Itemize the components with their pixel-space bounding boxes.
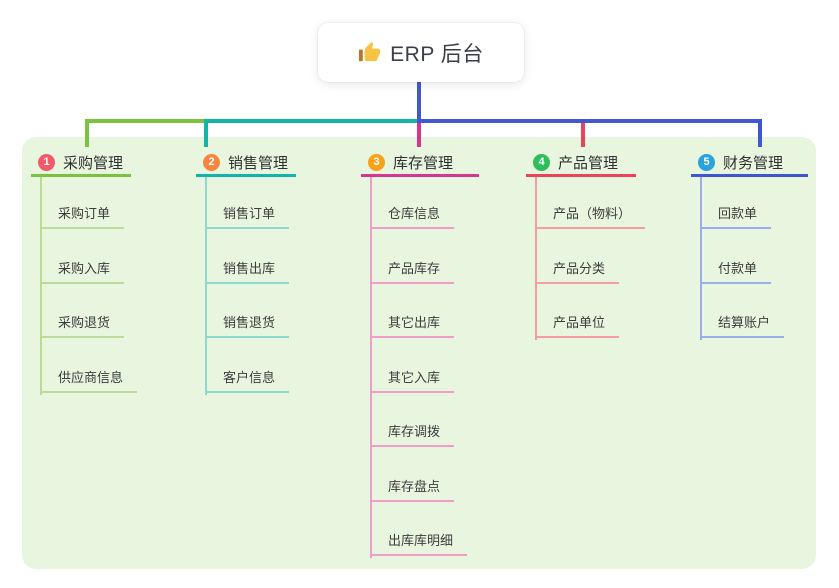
child-node[interactable]: 采购退货 [40, 310, 125, 338]
child-node[interactable]: 其它出库 [370, 310, 455, 338]
child-node[interactable]: 供应商信息 [40, 365, 138, 393]
connector-drop-branch-5 [758, 119, 762, 147]
branch-title: 财务管理 [723, 154, 784, 172]
child-node[interactable]: 客户信息 [205, 365, 290, 393]
child-node[interactable]: 仓库信息 [370, 201, 455, 229]
branch-children-connector [700, 177, 702, 340]
branch-node-4[interactable]: 4 产品管理 [526, 150, 636, 177]
branches-panel [22, 137, 816, 569]
thumbs-up-icon [358, 41, 381, 64]
branch-node-3[interactable]: 3 库存管理 [361, 150, 479, 177]
child-node[interactable]: 产品分类 [535, 256, 620, 284]
connector-horizontal-seg-2 [204, 119, 417, 123]
branch-node-2[interactable]: 2 销售管理 [196, 150, 296, 177]
child-node[interactable]: 销售订单 [205, 201, 290, 229]
branch-column-1: 1 采购管理采购订单采购入库采购退货供应商信息 [31, 150, 138, 395]
branch-title: 销售管理 [228, 154, 289, 172]
branch-column-3: 3 库存管理仓库信息产品库存其它出库其它入库库存调拨库存盘点出库库明细 [361, 150, 479, 558]
connector-drop-branch-2 [204, 119, 208, 147]
branch-children-connector [40, 177, 42, 395]
branch-index-badge: 1 [38, 153, 55, 171]
branch-index-badge: 5 [698, 153, 715, 171]
root-node-label: ERP 后台 [390, 42, 484, 66]
child-node[interactable]: 结算账户 [700, 310, 785, 338]
branch-node-1[interactable]: 1 采购管理 [31, 150, 131, 177]
branch-children-connector [535, 177, 537, 340]
child-node[interactable]: 产品（物料） [535, 201, 646, 229]
child-node[interactable]: 出库库明细 [370, 528, 468, 556]
branch-children-connector [370, 177, 372, 558]
child-node[interactable]: 产品单位 [535, 310, 620, 338]
child-node[interactable]: 产品库存 [370, 256, 455, 284]
branch-title: 库存管理 [393, 154, 454, 172]
branch-index-badge: 2 [203, 153, 220, 171]
child-node[interactable]: 其它入库 [370, 365, 455, 393]
child-node[interactable]: 销售出库 [205, 256, 290, 284]
branch-title: 采购管理 [63, 154, 124, 172]
child-node[interactable]: 付款单 [700, 256, 772, 284]
branch-column-4: 4 产品管理产品（物料） 产品分类产品单位 [526, 150, 646, 340]
branch-index-badge: 4 [533, 153, 550, 171]
child-node[interactable]: 库存调拨 [370, 419, 455, 447]
child-node[interactable]: 销售退货 [205, 310, 290, 338]
connector-horizontal-seg-1 [85, 119, 208, 123]
child-node[interactable]: 采购入库 [40, 256, 125, 284]
connector-drop-branch-3 [417, 123, 421, 147]
root-node[interactable]: ERP 后台 [318, 23, 524, 82]
connector-horizontal-seg-3 [417, 119, 762, 123]
child-node[interactable]: 库存盘点 [370, 474, 455, 502]
branch-node-5[interactable]: 5 财务管理 [691, 150, 808, 177]
branch-children-connector [205, 177, 207, 395]
connector-drop-branch-4 [581, 123, 585, 147]
connector-root-stem [417, 82, 421, 120]
branch-index-badge: 3 [368, 153, 385, 171]
child-node[interactable]: 回款单 [700, 201, 772, 229]
connector-drop-branch-1 [85, 119, 89, 147]
branch-title: 产品管理 [558, 154, 619, 172]
child-node[interactable]: 采购订单 [40, 201, 125, 229]
branch-column-2: 2 销售管理销售订单销售出库销售退货客户信息 [196, 150, 296, 395]
branch-column-5: 5 财务管理回款单付款单结算账户 [691, 150, 808, 340]
